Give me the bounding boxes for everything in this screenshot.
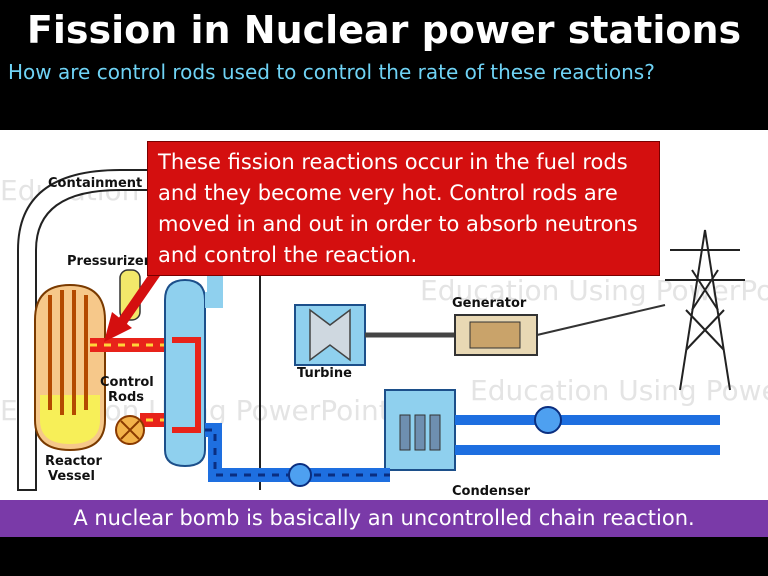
slide-title: Fission in Nuclear power stations <box>26 8 742 52</box>
label-vessel: Vessel <box>48 469 95 484</box>
callout-arrow-shaft <box>115 265 163 330</box>
slide-question: How are control rods used to control the… <box>8 60 655 84</box>
watermark-text: Education Using PowerPoint <box>470 374 768 407</box>
label-containment: Containment <box>48 176 142 191</box>
cooling-water-lines <box>455 415 720 455</box>
generator-core <box>469 321 521 349</box>
label-rods: Rods <box>108 390 144 405</box>
callout-box: These fission reactions occur in the fue… <box>147 141 660 276</box>
transmission-pylon <box>665 229 745 391</box>
label-generator: Generator <box>452 296 527 311</box>
label-reactor: Reactor <box>45 454 102 469</box>
bottom-bar: A nuclear bomb is basically an uncontrol… <box>0 500 768 537</box>
hot-loop-flow <box>90 343 177 422</box>
coolant-pump-blades <box>120 420 140 440</box>
label-control: Control <box>100 375 154 390</box>
power-cable <box>536 304 666 336</box>
callout-arrow-head <box>104 312 132 342</box>
control-rods <box>48 290 88 415</box>
label-turbine: Turbine <box>297 366 352 381</box>
turbine-rotor <box>309 308 351 362</box>
label-condenser: Condenser <box>452 484 531 499</box>
steam-generator-tubes <box>172 337 201 433</box>
bottom-statement: A nuclear bomb is basically an uncontrol… <box>73 506 695 530</box>
feedwater-pump <box>288 463 312 487</box>
condenser-tubes <box>399 414 441 451</box>
label-pressurizer: Pressurizer <box>67 254 151 269</box>
cooling-water-pump <box>534 406 562 434</box>
